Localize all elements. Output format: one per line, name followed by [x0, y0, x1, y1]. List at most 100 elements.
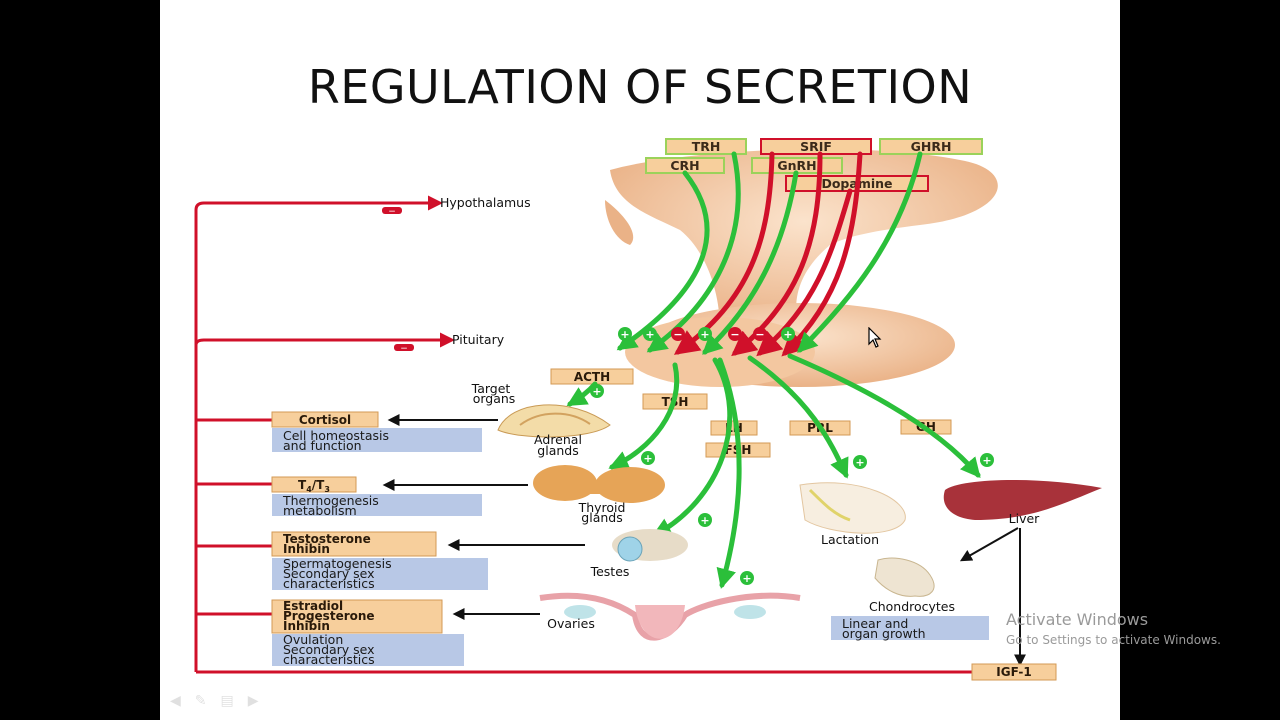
minus-sign: − [400, 344, 408, 354]
plus-sign: + [700, 514, 709, 527]
testosterone-label: Testosterone [283, 532, 371, 546]
minus-icon [671, 327, 685, 341]
product-boxes: Cortisol T4/T3 Testosterone Inhibin Estr… [271, 411, 1057, 681]
testis-cross-section [617, 536, 643, 562]
t4t3-box [271, 476, 357, 493]
watermark-line-1: Activate Windows [1006, 610, 1149, 629]
plus-icon [643, 327, 657, 341]
plus-icon [698, 513, 712, 527]
chondrocytes-label: Chondrocytes [869, 599, 955, 614]
ovaries-effect-1: Ovulation [283, 632, 343, 647]
plus-icon [590, 384, 604, 398]
testes-effect-1: Spermatogenesis [283, 556, 392, 571]
prl-pathway [747, 355, 849, 479]
minus-icon [394, 344, 414, 351]
t4t3-label: T4/T3 [298, 478, 330, 494]
page-title: REGULATION OF SECRETION [307, 60, 973, 114]
testes-effect-2: Secondary sex [283, 566, 375, 581]
pituitary-label: Pituitary [452, 332, 505, 347]
cortisol-effect-box [272, 428, 482, 452]
ghrh-pathway [797, 151, 923, 353]
progesterone-label: Progesterone [283, 609, 375, 623]
previous-slide-icon[interactable]: ◀ [170, 692, 181, 708]
thyroid-effect-1: Thermogenesis [282, 493, 379, 508]
target-organs-label-2: organs [473, 391, 516, 406]
mouse-pointer-icon [868, 327, 882, 348]
igf1-label: IGF-1 [996, 665, 1031, 679]
menu-icon[interactable]: ▤ [220, 692, 234, 708]
target-organs-label-1: Target [471, 381, 511, 396]
plus-icon [740, 571, 754, 585]
thyroid-label-2: glands [581, 510, 622, 525]
thyroid-effect-box [272, 494, 482, 516]
liver-effect-2: organ growth [842, 626, 926, 641]
trh-box [665, 138, 747, 155]
cortisol-effect-2: and function [283, 438, 362, 453]
pen-icon[interactable]: ✎ [194, 692, 207, 708]
liver-effect-box [831, 616, 989, 640]
ovaries-label: Ovaries [547, 616, 595, 631]
cortisol-label: Cortisol [299, 413, 351, 427]
hypothalamic-hormones: TRH SRIF GHRH CRH GnRH Dopamine [645, 138, 983, 192]
estradiol-label: Estradiol [283, 599, 343, 613]
minus-sign: − [388, 207, 396, 217]
hypothalamus-lobe [605, 200, 634, 245]
liver-to-bone-arrow [959, 527, 1019, 562]
uterus-shape [635, 605, 685, 639]
gnrh-pathway [702, 170, 799, 355]
hypothalamus-tissue [605, 149, 998, 330]
dopamine-pathway [756, 188, 853, 357]
minus-sign: − [755, 328, 764, 341]
secretion-arrows [382, 414, 1026, 667]
plus-sign: + [982, 454, 991, 467]
adrenal-label-2: glands [537, 443, 578, 458]
tsh-pathway [608, 362, 680, 470]
acth-label: ACTH [574, 370, 610, 384]
testosterone-box [271, 531, 437, 557]
igf1-box [971, 663, 1057, 681]
plus-sign: + [645, 328, 654, 341]
srif-box [760, 138, 872, 155]
cortisol-box [271, 411, 379, 428]
plus-sign: + [592, 385, 601, 398]
bone-shape [874, 557, 935, 597]
adrenal-gland [497, 404, 611, 438]
slideshow-controls[interactable]: ◀ ✎ ▤ ▶ [170, 692, 259, 709]
liver-shape [943, 479, 1102, 520]
plus-sign: + [783, 328, 792, 341]
activate-windows-watermark: Activate Windows Go to Settings to activ… [1006, 610, 1221, 647]
plus-sign: + [855, 456, 864, 469]
liver-effect-1: Linear and [842, 616, 908, 631]
ghrh-label: GHRH [911, 139, 952, 154]
next-slide-icon[interactable]: ▶ [247, 692, 259, 708]
liver [943, 479, 1102, 520]
feedback-to-hypothalamus [194, 195, 443, 672]
adrenal-gland-detail [519, 412, 591, 426]
ovaries-effect-2: Secondary sex [283, 642, 375, 657]
ghrh-box [879, 138, 983, 155]
t4t3-sub: 3 [324, 485, 330, 494]
estradiol-box [271, 599, 443, 634]
minus-icon [382, 207, 402, 214]
liver-label: Liver [1009, 511, 1041, 526]
inhibin-label: Inhibin [283, 542, 330, 556]
plus-icon [641, 451, 655, 465]
slide: REGULATION OF SECRETION [160, 0, 1120, 720]
bone [874, 557, 935, 597]
feedback-loop [194, 195, 972, 674]
pituitary-signs: ++−+−−+ [618, 327, 795, 341]
fsh-pathway [716, 357, 742, 589]
minus-icon [753, 327, 767, 341]
ovaries-effect-box [272, 634, 464, 666]
cortisol-effect-1: Cell homeostasis [283, 428, 389, 443]
regulation-diagram: TRH SRIF GHRH CRH GnRH Dopamine [194, 138, 1102, 681]
gh-pathway [787, 353, 981, 479]
testes-effect-3: characteristics [283, 576, 375, 591]
testes [612, 529, 688, 562]
thyroid-gland [533, 465, 665, 503]
trh-label: TRH [692, 139, 721, 154]
adrenal-label-1: Adrenal [534, 432, 582, 447]
adrenal-gland-shape [497, 404, 611, 438]
plus-sign: + [700, 328, 709, 341]
hypothalamus-label: Hypothalamus [440, 195, 531, 210]
